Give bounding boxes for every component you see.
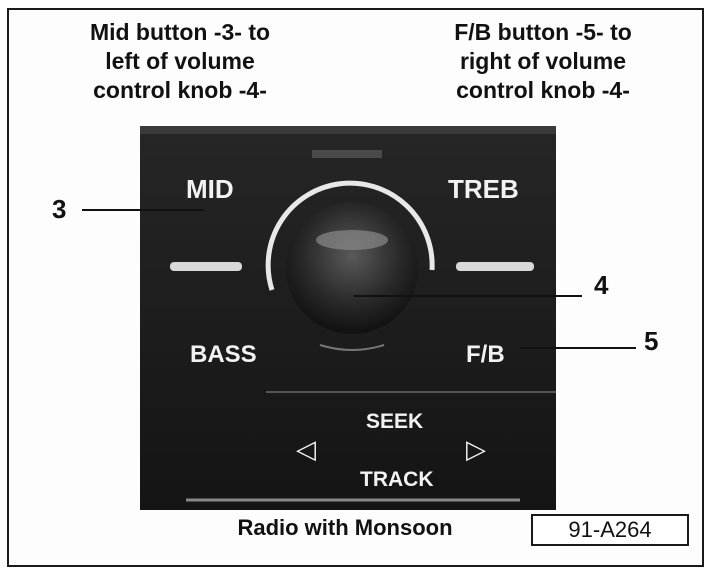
caption-line: control knob -4- — [456, 77, 630, 103]
knob-ring — [265, 180, 435, 291]
seek-label: SEEK — [366, 410, 423, 433]
callout-fb: 5 — [644, 326, 659, 356]
faceplate-top-grille — [312, 150, 382, 158]
seek-right-arrow-icon[interactable]: ▷ — [466, 435, 486, 465]
bass-button-label[interactable]: BASS — [190, 341, 257, 368]
treb-button-label[interactable]: TREB — [448, 174, 519, 204]
knob-highlight — [316, 230, 388, 250]
knob-shadow-arc — [319, 344, 385, 351]
caption-line: right of volume — [459, 48, 627, 74]
caption-fb-button: F/B button -5- to right of volume contro… — [398, 18, 688, 105]
treb-slider-bar[interactable] — [456, 262, 534, 271]
seek-left-arrow-icon[interactable]: ◁ — [296, 435, 316, 465]
figure-id-box: 91-A264 — [531, 514, 689, 546]
callout-knob: 4 — [594, 270, 609, 300]
track-label: TRACK — [360, 468, 434, 491]
caption-line: left of volume — [105, 48, 255, 74]
caption-line: Mid button -3- to — [89, 19, 271, 45]
mid-button-label[interactable]: MID — [186, 174, 234, 204]
caption-line: control knob -4- — [93, 77, 267, 103]
callout-mid: 3 — [52, 194, 67, 224]
caption-mid-button: Mid button -3- to left of volume control… — [40, 18, 320, 105]
caption-line: F/B button -5- to — [454, 19, 632, 45]
volume-knob[interactable] — [286, 202, 418, 334]
fb-button-label[interactable]: F/B — [466, 341, 505, 368]
faceplate-top-trim — [140, 126, 556, 134]
figure-title: Radio with Monsoon — [237, 515, 453, 540]
mid-slider-bar[interactable] — [170, 262, 242, 271]
